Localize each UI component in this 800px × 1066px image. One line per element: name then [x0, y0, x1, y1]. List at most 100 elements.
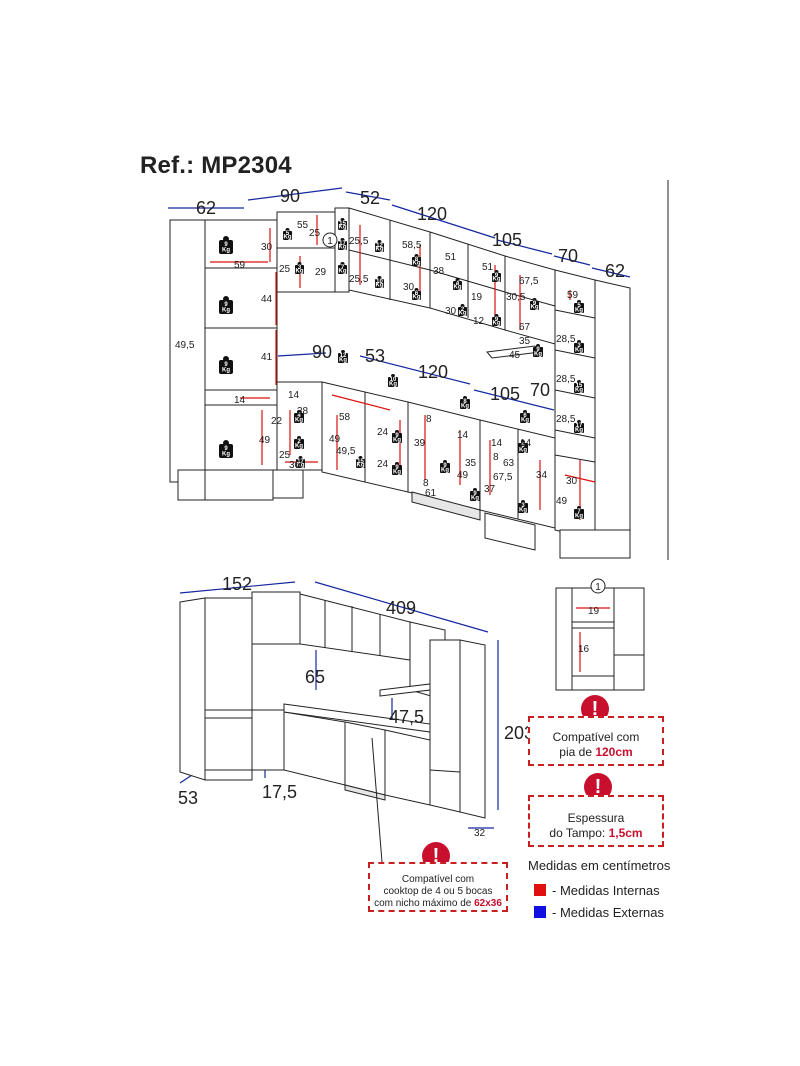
- dim-int-l: 49: [329, 434, 341, 445]
- legend-external-swatch: [534, 906, 546, 918]
- weight-label: Kg: [295, 417, 303, 423]
- legend-internal-label: - Medidas Internas: [552, 882, 660, 898]
- weight-label: 9: [473, 491, 477, 497]
- top-note-line2: do Tampo: 1,5cm: [549, 826, 643, 840]
- dim-ext-1: 62: [196, 198, 216, 218]
- dim-int-l: 14: [234, 395, 246, 406]
- dim-int-u: 45: [509, 350, 521, 361]
- weight-label: Kg: [393, 469, 401, 475]
- dim-height: 203: [504, 723, 534, 743]
- weight-label: 7: [341, 265, 345, 271]
- dim-int-l: 8: [426, 414, 432, 425]
- dim-depth: 53: [178, 788, 198, 808]
- weight-label: Kg: [575, 427, 583, 433]
- top-note: Espessura do Tampo: 1,5cm: [528, 795, 664, 847]
- weight-label: Kg: [461, 403, 469, 409]
- dim-int-l: 14: [491, 438, 503, 449]
- dim-int-l: 61: [425, 488, 437, 499]
- sink-note-line1: Compatível com: [552, 730, 640, 744]
- weight-label: Kg: [222, 308, 230, 314]
- weight-label: 9: [443, 463, 447, 469]
- dim-int-l: 14: [288, 390, 300, 401]
- weight-label: Kg: [519, 447, 527, 453]
- legend-external: - Medidas Externas: [534, 901, 670, 923]
- weight-label: 9: [533, 301, 537, 307]
- detail-dim-h: 16: [578, 644, 590, 655]
- legend: Medidas em centímetros - Medidas Interna…: [528, 858, 670, 923]
- weight-label: 15: [357, 459, 364, 465]
- dim-int-u: 38: [433, 266, 445, 277]
- weight-label: Kg: [471, 495, 479, 501]
- weight-label: 3: [577, 343, 581, 349]
- weight-label: Kg: [493, 277, 501, 283]
- weight-label: 7: [577, 509, 581, 515]
- dim-int-u: 51: [445, 252, 457, 263]
- dim-int-u: 28,5: [556, 334, 576, 345]
- detail-marker-1: 1: [595, 582, 601, 593]
- dim-int-l: 63: [503, 458, 515, 469]
- weight-label: 4: [297, 413, 301, 419]
- dim-int-u: 19: [471, 292, 483, 303]
- dim-int-u: 30,5: [506, 292, 526, 303]
- weight-label: Kg: [441, 467, 449, 473]
- dim-int-l: 49: [556, 496, 568, 507]
- weight-label: 15: [576, 383, 583, 389]
- dim-int-u: 28,5: [556, 374, 576, 385]
- weight-label: 9: [495, 273, 499, 279]
- dim-side: 49,5: [175, 340, 195, 351]
- reference-title: Ref.: MP2304: [140, 152, 292, 179]
- dim-int-l: 30: [566, 476, 578, 487]
- dim-int-l: 24: [377, 427, 389, 438]
- weight-label: 9: [224, 242, 228, 248]
- legend-title: Medidas em centímetros: [528, 858, 671, 873]
- detail-1: 1 19 16: [555, 578, 645, 691]
- dim-ext-5: 105: [492, 230, 522, 250]
- dim-int-l: 22: [271, 416, 283, 427]
- dim-ext-3: 52: [360, 188, 380, 208]
- cooktop-note: Compatível com cooktop de 4 ou 5 bocas c…: [368, 862, 508, 912]
- weight-label: 9: [395, 465, 399, 471]
- weight-label: Kg: [454, 285, 462, 291]
- weight-label: Kg: [393, 437, 401, 443]
- dim-int-l: 8: [423, 478, 429, 489]
- dim-int-l: 36: [289, 460, 301, 471]
- cooktop-note-line3: com nicho máximo de 62x36: [374, 898, 502, 909]
- weight-label: Kg: [531, 305, 539, 311]
- dim-int-l: 49: [259, 435, 271, 446]
- dim-int-l: 41: [261, 352, 273, 363]
- dim-int-l: 49: [457, 470, 469, 481]
- weight-label: Kg: [376, 247, 384, 253]
- weight-label: Kg: [339, 225, 347, 231]
- dim-mid-5: 70: [530, 380, 550, 400]
- weight-label: Kg: [339, 357, 347, 363]
- legend-external-label: - Medidas Externas: [552, 904, 664, 920]
- weight-label: 9: [224, 302, 228, 308]
- dim-int-l: 58: [339, 412, 351, 423]
- dim-int-u: 28,5: [556, 414, 576, 425]
- dim-mid-1: 90: [312, 342, 332, 362]
- weight-label: 2: [297, 439, 301, 445]
- dim-side-depth: 32: [474, 828, 486, 839]
- weight-label: Kg: [413, 261, 421, 267]
- dim-int-u: 58,5: [402, 240, 422, 251]
- weight-label: Kg: [357, 463, 365, 469]
- cooktop-note-line2: cooktop de 4 ou 5 bocas: [383, 886, 493, 897]
- bottom-perspective: 152 409 203 65 47,5 53 17,5 32: [178, 574, 534, 863]
- weight-label: Kg: [575, 387, 583, 393]
- dim-int-l: 49,5: [336, 446, 356, 457]
- sink-note: Compatível com pia de 120cm: [528, 716, 664, 766]
- dim-ext-4: 120: [417, 204, 447, 224]
- weight-label: 8: [415, 257, 419, 263]
- weight-label: 9: [495, 317, 499, 323]
- dim-int-u: 59: [567, 290, 579, 301]
- weight-label: Kg: [222, 368, 230, 374]
- dim-int-u: 25,5: [349, 274, 369, 285]
- dim-int-u: 30: [403, 282, 415, 293]
- weight-label: 5: [521, 443, 525, 449]
- weight-label: 12: [340, 353, 347, 359]
- weight-label: 6: [523, 413, 527, 419]
- dim-int-l: 14: [520, 438, 532, 449]
- dim-ext-2: 90: [280, 186, 300, 206]
